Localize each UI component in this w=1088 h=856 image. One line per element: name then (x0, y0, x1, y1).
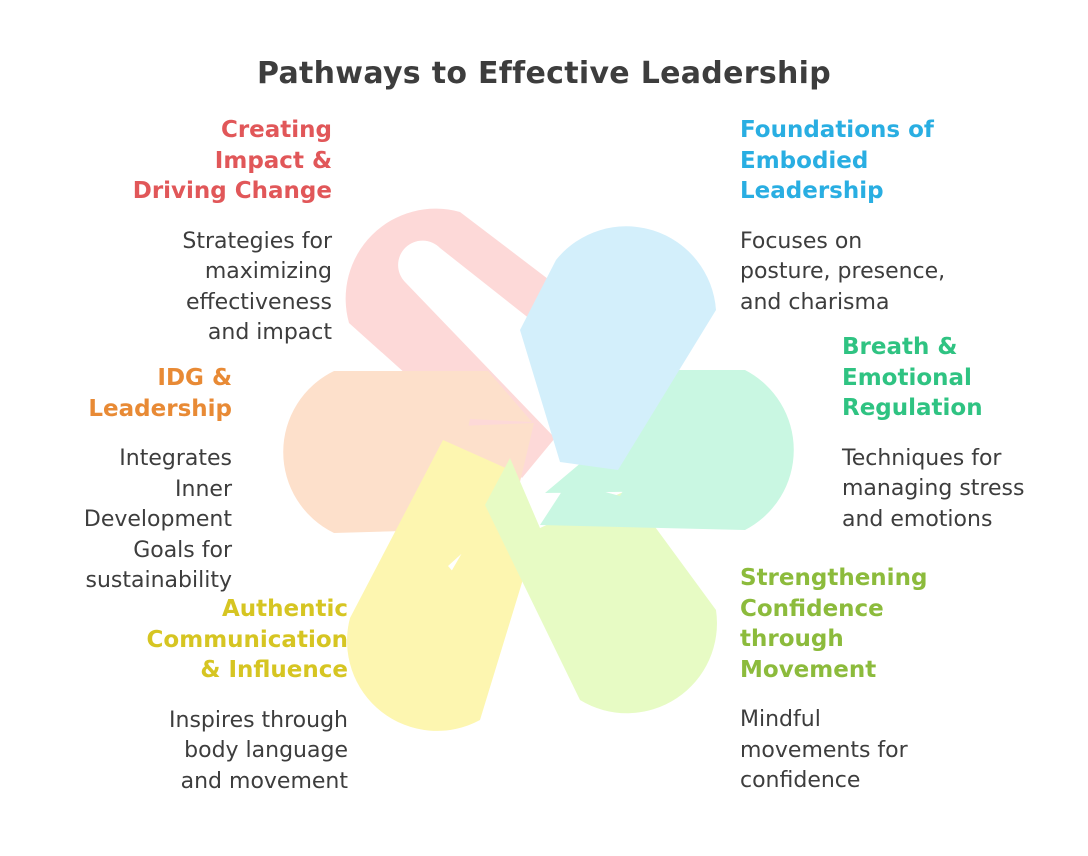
band-foundations (520, 226, 716, 470)
band-authentic-comm (347, 440, 535, 731)
band-strengthening (485, 458, 717, 714)
topic-title: Breath & Emotional Regulation (842, 334, 983, 421)
topic-creating-impact: Creating Impact & Driving Change Strateg… (62, 115, 332, 349)
topic-title: IDG & Leadership (88, 365, 232, 422)
topic-breath-regulation: Breath & Emotional Regulation Techniques… (842, 332, 1082, 535)
topic-description: Inspires through body language and movem… (169, 707, 348, 794)
topic-title: Foundations of Embodied Leadership (740, 117, 934, 204)
topic-title: Authentic Communication & Influence (146, 596, 348, 683)
band-breath-regulation (540, 370, 794, 530)
topic-title: Creating Impact & Driving Change (132, 117, 332, 204)
topic-description: Mindful movements for confidence (740, 707, 908, 793)
topic-description: Techniques for managing stress and emoti… (842, 445, 1025, 532)
diagram-title: Pathways to Effective Leadership (256, 56, 831, 91)
topic-strengthening: Strengthening Confidence through Movemen… (740, 563, 1010, 797)
topic-description: Focuses on posture, presence, and charis… (740, 228, 946, 315)
topic-description: Integrates Inner Development Goals for s… (83, 446, 232, 593)
topic-title: Strengthening Confidence through Movemen… (740, 565, 928, 683)
topic-foundations: Foundations of Embodied Leadership Focus… (740, 115, 1010, 318)
topic-authentic-comm: Authentic Communication & Influence Insp… (78, 594, 348, 797)
topic-description: Strategies for maximizing effectiveness … (182, 228, 332, 346)
topic-idg-leadership: IDG & Leadership Integrates Inner Develo… (0, 363, 232, 597)
